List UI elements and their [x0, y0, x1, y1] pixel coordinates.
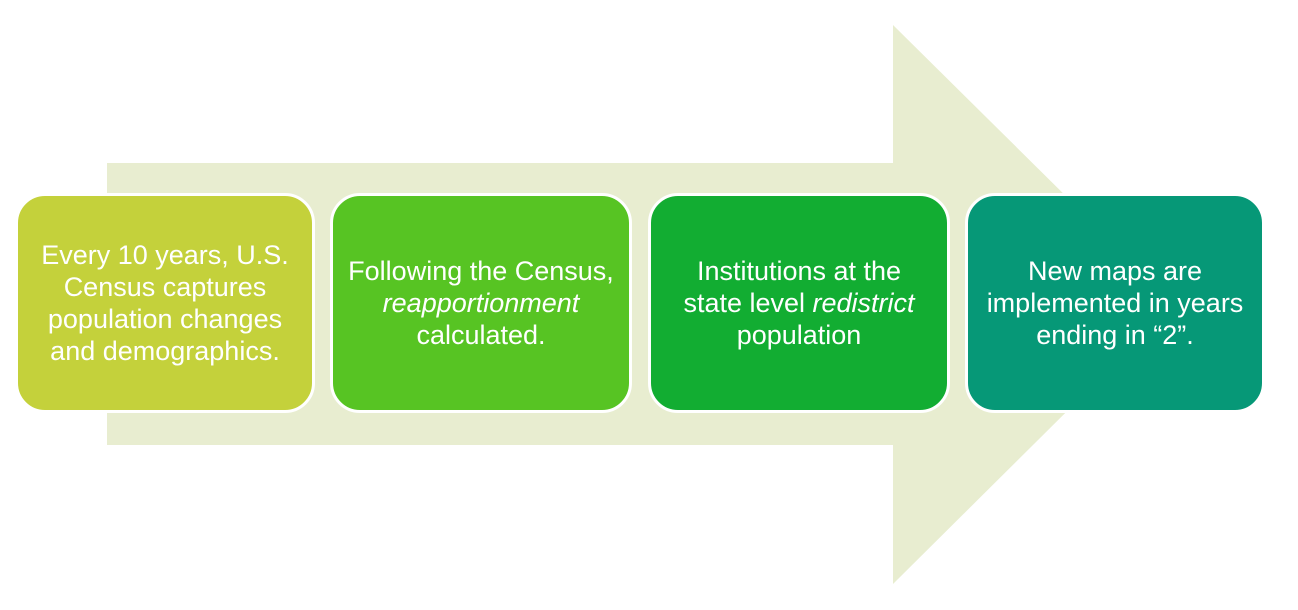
step-2-emphasis: reapportionment [382, 288, 580, 318]
step-3-text: Institutions at the state level redistri… [665, 255, 933, 351]
step-3-redistricting: Institutions at the state level redistri… [648, 193, 950, 413]
step-3-emphasis: redistrict [812, 288, 915, 318]
step-1-text: Every 10 years, U.S. Census captures pop… [41, 240, 289, 366]
step-1-census: Every 10 years, U.S. Census captures pop… [15, 193, 315, 413]
step-4-new-maps: New maps are implemented in years ending… [965, 193, 1265, 413]
step-2-text: Following the Census, reapportionment ca… [348, 255, 614, 351]
arrow-shape [107, 25, 1175, 584]
step-2-text-before: Following the Census, [348, 256, 614, 286]
step-3-text-before: Institutions at the state level [683, 256, 902, 318]
step-4-text: New maps are implemented in years ending… [986, 256, 1244, 350]
step-2-text-after: calculated. [416, 320, 546, 350]
step-2-reapportionment: Following the Census, reapportionment ca… [330, 193, 632, 413]
step-3-text-after: population [736, 320, 862, 350]
